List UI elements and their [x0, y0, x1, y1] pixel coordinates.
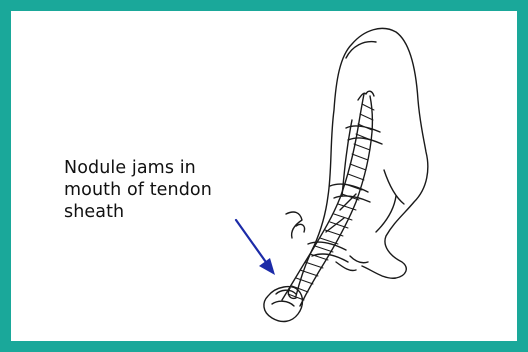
arrow-down-right-icon [236, 220, 275, 275]
pulley-upper [346, 126, 382, 144]
fingertip-contour [346, 42, 376, 58]
tendon-right-edge [300, 96, 372, 306]
